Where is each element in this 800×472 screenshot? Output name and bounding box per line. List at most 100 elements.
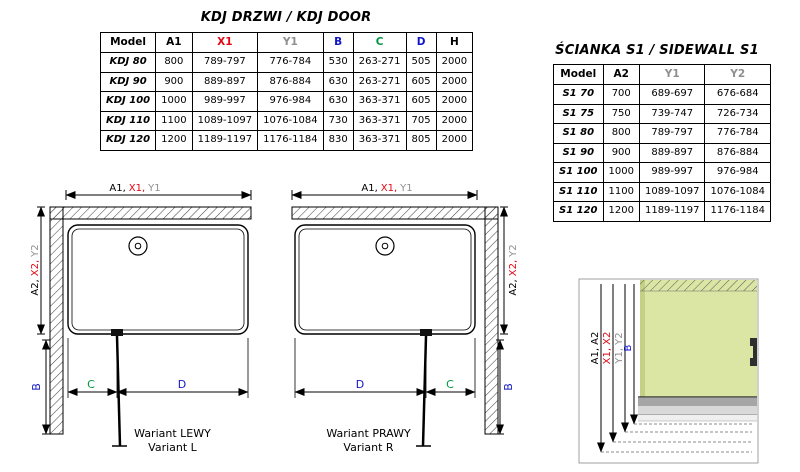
- value-cell: 676-684: [704, 84, 771, 105]
- b-dimension: B: [496, 339, 515, 435]
- column-header: Y1: [638, 63, 706, 86]
- tray-profile: [638, 396, 757, 422]
- dim-label-c: C: [87, 378, 95, 391]
- value-cell: 805: [405, 130, 437, 151]
- value-cell: 776-784: [704, 123, 771, 144]
- value-cell: 726-734: [704, 103, 771, 125]
- column-header: X1: [191, 31, 259, 54]
- walls: [49, 206, 252, 435]
- dim-label-d: D: [178, 378, 186, 391]
- column-header: Y2: [704, 63, 771, 86]
- variant-left-caption-en: Variant L: [148, 441, 197, 454]
- value-cell: 889-897: [638, 142, 706, 164]
- value-cell: 1200: [602, 201, 640, 222]
- right-wall-hatch: [484, 206, 499, 435]
- sidewall-section-title: ŚCIANKA S1 / SIDEWALL S1: [555, 43, 759, 58]
- model-cell: KDJ 100: [99, 91, 157, 112]
- value-cell: 776-784: [257, 52, 324, 73]
- walls: [291, 206, 499, 435]
- value-cell: 789-797: [638, 123, 706, 144]
- value-cell: 730: [322, 110, 354, 132]
- column-header: Model: [553, 63, 604, 86]
- left-wall-hatch: [49, 206, 64, 435]
- value-cell: 363-371: [352, 130, 407, 151]
- column-header: H: [435, 31, 474, 54]
- sidewall-section-detail: A1, A2 X1, X2 Y1, Y2 B: [578, 278, 759, 464]
- bottom-dimensions: D C: [294, 338, 476, 398]
- value-cell: 363-371: [352, 91, 407, 112]
- value-cell: 976-984: [704, 162, 771, 183]
- value-cell: 1189-1197: [638, 201, 706, 222]
- glass-panel: [640, 280, 757, 397]
- variant-left-drawing: A1,X1,Y1 A2,X2,Y2 B: [30, 183, 252, 447]
- value-cell: 1189-1197: [191, 130, 259, 151]
- value-cell: 789-797: [191, 52, 259, 73]
- dim-label-x1x2: X1, X2: [602, 332, 613, 365]
- value-cell: 630: [322, 91, 354, 112]
- value-cell: 1176-1184: [257, 130, 324, 151]
- column-header: D: [405, 31, 437, 54]
- value-cell: 1076-1084: [257, 110, 324, 132]
- shower-tray: [294, 224, 476, 335]
- value-cell: 700: [602, 84, 640, 105]
- value-cell: 1200: [155, 130, 193, 151]
- model-cell: KDJ 110: [99, 110, 157, 132]
- value-cell: 976-984: [257, 91, 324, 112]
- model-cell: S1 75: [553, 103, 604, 125]
- dim-label-a1x1y1: A1,X1,Y1: [361, 183, 412, 194]
- dim-label-a1a2: A1, A2: [590, 332, 601, 365]
- value-cell: 1089-1097: [638, 181, 706, 203]
- value-cell: 900: [155, 71, 193, 93]
- model-cell: S1 120: [553, 201, 604, 222]
- column-header: B: [322, 31, 354, 54]
- column-header: Model: [99, 31, 157, 54]
- value-cell: 1089-1097: [191, 110, 259, 132]
- model-cell: S1 90: [553, 142, 604, 164]
- value-cell: 900: [602, 142, 640, 164]
- value-cell: 2000: [435, 52, 474, 73]
- hinge-block: [420, 329, 432, 336]
- value-cell: 830: [322, 130, 354, 151]
- value-cell: 605: [405, 91, 437, 112]
- value-cell: 1176-1184: [704, 201, 771, 222]
- dim-label-a1x1y1: A1,X1,Y1: [109, 183, 160, 194]
- door-section-title: KDJ DRZWI / KDJ DOOR: [200, 10, 372, 25]
- column-header: A1: [155, 31, 193, 54]
- variant-left-caption: Wariant LEWY Variant L: [100, 427, 245, 455]
- dim-label-b: B: [502, 383, 515, 391]
- model-cell: KDJ 90: [99, 71, 157, 93]
- model-cell: S1 80: [553, 123, 604, 144]
- value-cell: 876-884: [257, 71, 324, 93]
- model-cell: S1 100: [553, 162, 604, 183]
- model-cell: S1 110: [553, 181, 604, 203]
- dim-label-a2x2y2: A2,X2,Y2: [508, 244, 519, 295]
- value-cell: 1000: [155, 91, 193, 112]
- value-cell: 263-271: [352, 52, 407, 73]
- variant-right-caption-en: Variant R: [343, 441, 394, 454]
- value-cell: 1076-1084: [704, 181, 771, 203]
- dim-label-d: D: [356, 378, 364, 391]
- value-cell: 363-371: [352, 110, 407, 132]
- shower-tray: [67, 224, 249, 335]
- value-cell: 505: [405, 52, 437, 73]
- value-cell: 689-697: [638, 84, 706, 105]
- dim-label-c: C: [446, 378, 454, 391]
- value-cell: 2000: [435, 110, 474, 132]
- value-cell: 705: [405, 110, 437, 132]
- value-cell: 989-997: [638, 162, 706, 183]
- value-cell: 739-747: [638, 103, 706, 125]
- ceiling-hatch: [640, 280, 757, 291]
